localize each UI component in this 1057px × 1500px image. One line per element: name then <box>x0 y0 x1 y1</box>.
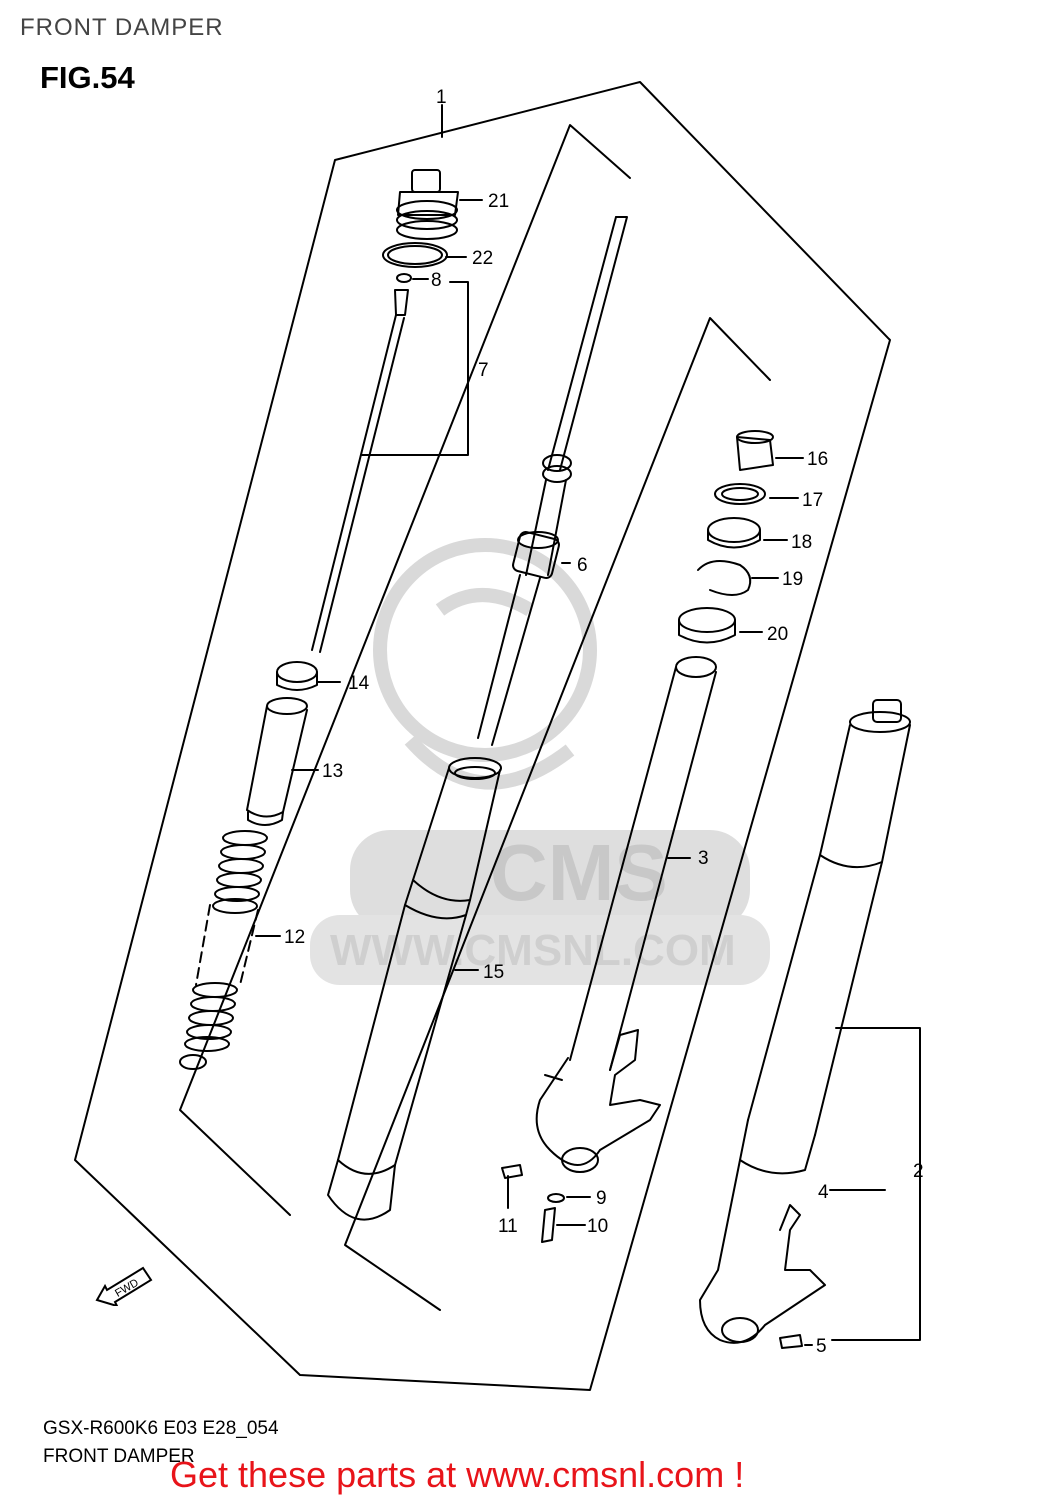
inner-frame-left <box>179 124 631 1216</box>
callout-16: 16 <box>807 449 829 470</box>
callout-2: 2 <box>913 1161 924 1182</box>
callout-21: 21 <box>488 191 510 212</box>
callout-5: 5 <box>816 1336 827 1357</box>
inner-tube <box>569 656 717 1071</box>
callout-9: 9 <box>596 1188 607 1209</box>
callout-18: 18 <box>791 532 813 553</box>
right-fork-leg <box>699 699 911 1344</box>
fwd-label: FWD <box>113 1277 141 1300</box>
assembly-frame <box>74 81 891 1391</box>
footer-title: FRONT DAMPER <box>43 1446 195 1467</box>
outer-tube <box>327 757 502 1221</box>
callout-7: 7 <box>478 360 489 381</box>
callout-3: 3 <box>698 848 709 869</box>
callout-1: 1 <box>436 87 447 108</box>
callout-8: 8 <box>431 270 442 291</box>
callout-12: 12 <box>284 927 306 948</box>
callout-19: 19 <box>782 569 804 590</box>
callout-4: 4 <box>818 1182 829 1203</box>
callout-13: 13 <box>322 761 344 782</box>
spring-top <box>212 830 268 914</box>
callout-11: 11 <box>498 1216 518 1237</box>
cap-bolt <box>396 169 459 240</box>
callout-6: 6 <box>577 555 588 576</box>
cms-watermark-logo: CMS WWW.CMSNL.COM <box>310 538 770 985</box>
model-code: GSX-R600K6 E03 E28_054 <box>43 1418 279 1439</box>
page-header: FRONT DAMPER <box>20 14 224 41</box>
callout-22: 22 <box>472 248 494 269</box>
callout-14: 14 <box>348 673 370 694</box>
callout-17: 17 <box>802 490 824 511</box>
promo-link[interactable]: Get these parts at www.cmsnl.com ! <box>170 1454 745 1495</box>
callout-10: 10 <box>587 1216 609 1237</box>
watermark-brand: CMS <box>490 828 668 917</box>
callout-20: 20 <box>767 624 789 645</box>
inner-frame-right <box>344 317 771 1311</box>
axle-bracket-left <box>535 1029 661 1166</box>
fwd-arrow-icon: FWD <box>95 1266 153 1306</box>
spring-bottom <box>184 982 238 1052</box>
callout-15: 15 <box>483 962 505 983</box>
figure-label: FIG.54 <box>40 60 135 95</box>
